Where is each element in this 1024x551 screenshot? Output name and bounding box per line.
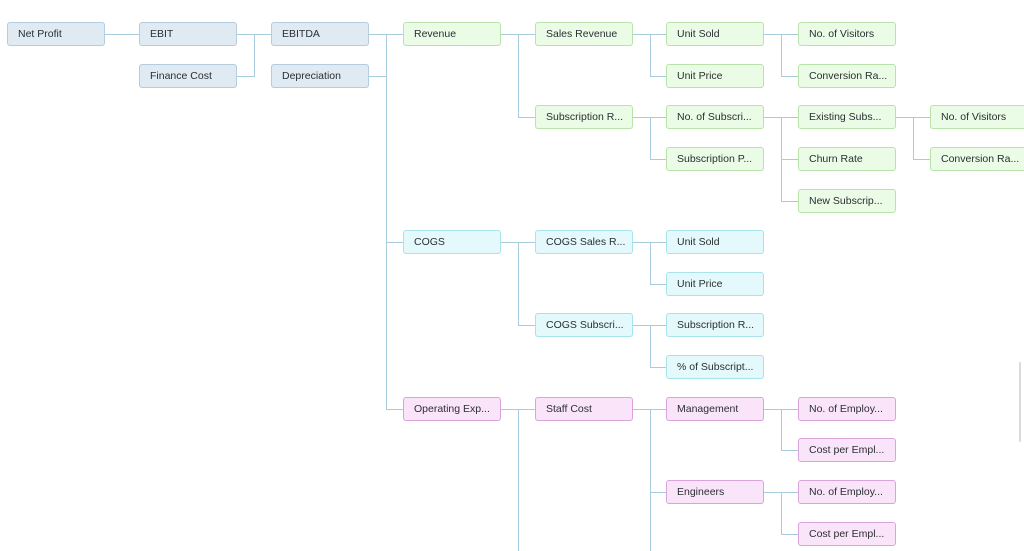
connector-line <box>764 117 798 202</box>
node-sub-no-of-visitors[interactable]: No. of Visitors <box>930 105 1024 129</box>
node-sub-conversion-rate[interactable]: Conversion Ra... <box>930 147 1024 171</box>
node-subscription-revenue[interactable]: Subscription R... <box>535 105 633 129</box>
node-cogs[interactable]: COGS <box>403 230 501 254</box>
connector-line <box>501 34 535 118</box>
node-finance-cost[interactable]: Finance Cost <box>139 64 237 88</box>
connector-line <box>764 409 798 451</box>
node-mgmt-cost-per-employee[interactable]: Cost per Empl... <box>798 438 896 462</box>
node-sales-revenue[interactable]: Sales Revenue <box>535 22 633 46</box>
node-depreciation[interactable]: Depreciation <box>271 64 369 88</box>
node-eng-no-of-employees[interactable]: No. of Employ... <box>798 480 896 504</box>
connector-line <box>501 242 535 326</box>
node-rev-unit-sold[interactable]: Unit Sold <box>666 22 764 46</box>
node-cogs-subscription-revenue[interactable]: Subscription R... <box>666 313 764 337</box>
node-rev-conversion-rate[interactable]: Conversion Ra... <box>798 64 896 88</box>
node-new-subscribers[interactable]: New Subscrip... <box>798 189 896 213</box>
connector-line <box>369 34 403 410</box>
node-rev-no-of-visitors[interactable]: No. of Visitors <box>798 22 896 46</box>
connector-line <box>633 325 666 368</box>
node-management[interactable]: Management <box>666 397 764 421</box>
node-cogs-unit-price[interactable]: Unit Price <box>666 272 764 296</box>
connector-line <box>764 34 798 77</box>
node-eng-cost-per-employee[interactable]: Cost per Empl... <box>798 522 896 546</box>
connector-line <box>896 117 930 160</box>
connector-line <box>633 34 666 77</box>
node-operating-expenses[interactable]: Operating Exp... <box>403 397 501 421</box>
node-revenue[interactable]: Revenue <box>403 22 501 46</box>
node-net-profit[interactable]: Net Profit <box>7 22 105 46</box>
node-ebit[interactable]: EBIT <box>139 22 237 46</box>
node-no-of-subscribers[interactable]: No. of Subscri... <box>666 105 764 129</box>
node-rev-unit-price[interactable]: Unit Price <box>666 64 764 88</box>
node-ebitda[interactable]: EBITDA <box>271 22 369 46</box>
connector-line <box>633 242 666 285</box>
connector-line <box>633 409 666 493</box>
node-pct-of-subscription[interactable]: % of Subscript... <box>666 355 764 379</box>
connector-line <box>633 117 666 160</box>
node-cogs-unit-sold[interactable]: Unit Sold <box>666 230 764 254</box>
node-churn-rate[interactable]: Churn Rate <box>798 147 896 171</box>
node-cogs-subscription[interactable]: COGS Subscri... <box>535 313 633 337</box>
node-staff-cost[interactable]: Staff Cost <box>535 397 633 421</box>
node-engineers[interactable]: Engineers <box>666 480 764 504</box>
connector-line <box>764 492 798 535</box>
node-mgmt-no-of-employees[interactable]: No. of Employ... <box>798 397 896 421</box>
node-existing-subscribers[interactable]: Existing Subs... <box>798 105 896 129</box>
node-cogs-sales-revenue[interactable]: COGS Sales R... <box>535 230 633 254</box>
vertical-scrollbar[interactable] <box>1019 362 1021 442</box>
node-subscription-price[interactable]: Subscription P... <box>666 147 764 171</box>
